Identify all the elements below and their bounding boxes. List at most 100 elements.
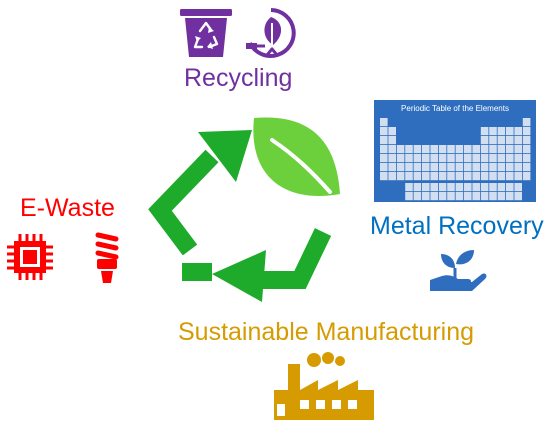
- periodic-table-cell: [464, 192, 472, 201]
- periodic-table-cell: [489, 145, 497, 154]
- periodic-table-cell: [388, 136, 396, 145]
- periodic-table-cell: [447, 183, 455, 192]
- periodic-table-cell: [497, 136, 506, 145]
- periodic-table-cell: [464, 163, 472, 172]
- periodic-table-cell: [447, 163, 455, 172]
- periodic-table-cell: [396, 172, 405, 181]
- periodic-table-cell: [497, 154, 506, 163]
- periodic-table-cell: [497, 192, 506, 201]
- periodic-table-cell: [380, 145, 388, 154]
- periodic-table-cell: [380, 118, 388, 127]
- periodic-table-cell: [388, 154, 396, 163]
- periodic-table-cell: [480, 183, 489, 192]
- periodic-table-cell: [422, 145, 430, 154]
- periodic-table-cell: [497, 145, 506, 154]
- periodic-table-cell: [489, 172, 497, 181]
- periodic-table-cell: [522, 154, 531, 163]
- periodic-table-cell: [489, 127, 497, 136]
- periodic-table-cell: [438, 154, 447, 163]
- periodic-table-title: Periodic Table of the Elements: [401, 104, 509, 113]
- periodic-table-cell: [396, 163, 405, 172]
- periodic-table-cell: [422, 163, 430, 172]
- periodic-table-cell: [405, 183, 413, 192]
- periodic-table-cell: [455, 192, 464, 201]
- periodic-table-cell: [380, 127, 388, 136]
- periodic-table-cell: [514, 192, 522, 201]
- periodic-table-cell: [447, 172, 455, 181]
- periodic-table-cell: [430, 172, 438, 181]
- periodic-table-cell: [506, 154, 514, 163]
- periodic-table-cell: [489, 154, 497, 163]
- periodic-table-cell: [438, 172, 447, 181]
- periodic-table-cell: [464, 154, 472, 163]
- periodic-table-cell: [480, 127, 489, 136]
- periodic-table-cell: [489, 163, 497, 172]
- periodic-table-cell: [447, 154, 455, 163]
- periodic-table-cell: [438, 145, 447, 154]
- periodic-table-cell: [480, 136, 489, 145]
- periodic-table-cell: [489, 192, 497, 201]
- periodic-table-cell: [522, 118, 531, 127]
- periodic-table-cell: [522, 172, 531, 181]
- periodic-table-cell: [430, 183, 438, 192]
- periodic-table-cell: [506, 163, 514, 172]
- factory-icon: [274, 352, 374, 420]
- ewaste-label: E-Waste: [20, 194, 115, 222]
- periodic-table-cell: [472, 145, 480, 154]
- periodic-table-cell: [497, 183, 506, 192]
- periodic-table-cell: [455, 183, 464, 192]
- periodic-table-cell: [464, 172, 472, 181]
- periodic-table-cell: [430, 145, 438, 154]
- periodic-table-cell: [472, 154, 480, 163]
- periodic-table-cell: [464, 145, 472, 154]
- periodic-table-grid: [380, 118, 531, 201]
- periodic-table-cell: [447, 145, 455, 154]
- periodic-table-cell: [497, 172, 506, 181]
- hand-plant-icon: [430, 250, 487, 291]
- periodic-table-cell: [472, 172, 480, 181]
- periodic-table-cell: [430, 163, 438, 172]
- periodic-table-cell: [455, 163, 464, 172]
- periodic-table-cell: [396, 145, 405, 154]
- periodic-table-cell: [506, 136, 514, 145]
- periodic-table-cell: [480, 145, 489, 154]
- periodic-table-cell: [413, 172, 422, 181]
- periodic-table-cell: [514, 127, 522, 136]
- periodic-table-cell: [405, 172, 413, 181]
- periodic-table-cell: [506, 127, 514, 136]
- periodic-table-cell: [405, 145, 413, 154]
- periodic-table-cell: [413, 183, 422, 192]
- periodic-table-cell: [497, 127, 506, 136]
- periodic-table-cell: [380, 136, 388, 145]
- periodic-table-cell: [438, 183, 447, 192]
- periodic-table-cell: [430, 154, 438, 163]
- periodic-table-cell: [489, 183, 497, 192]
- periodic-table-cell: [380, 172, 388, 181]
- periodic-table-cell: [388, 127, 396, 136]
- recycling-label: Recycling: [184, 64, 293, 92]
- recycle-arrows-icon: [148, 130, 332, 302]
- periodic-table-cell: [514, 172, 522, 181]
- periodic-table-cell: [472, 163, 480, 172]
- periodic-table-cell: [522, 145, 531, 154]
- periodic-table-cell: [522, 127, 531, 136]
- metal-recovery-label: Metal Recovery: [370, 212, 544, 240]
- periodic-table-cell: [396, 154, 405, 163]
- periodic-table-cell: [506, 145, 514, 154]
- periodic-table-cell: [380, 163, 388, 172]
- cfl-bulb-icon: [95, 232, 119, 283]
- periodic-table-cell: [489, 136, 497, 145]
- periodic-table-cell: [405, 163, 413, 172]
- leaf-plug-icon: [246, 8, 296, 58]
- periodic-table-cell: [388, 145, 396, 154]
- manufacturing-label: Sustainable Manufacturing: [178, 318, 475, 346]
- periodic-table-cell: [506, 192, 514, 201]
- periodic-table-cell: [422, 192, 430, 201]
- periodic-table-cell: [497, 163, 506, 172]
- recycle-bin-icon: [180, 9, 232, 57]
- periodic-table-cell: [514, 183, 522, 192]
- periodic-table-cell: [413, 154, 422, 163]
- periodic-table-cell: [480, 163, 489, 172]
- periodic-table-cell: [455, 154, 464, 163]
